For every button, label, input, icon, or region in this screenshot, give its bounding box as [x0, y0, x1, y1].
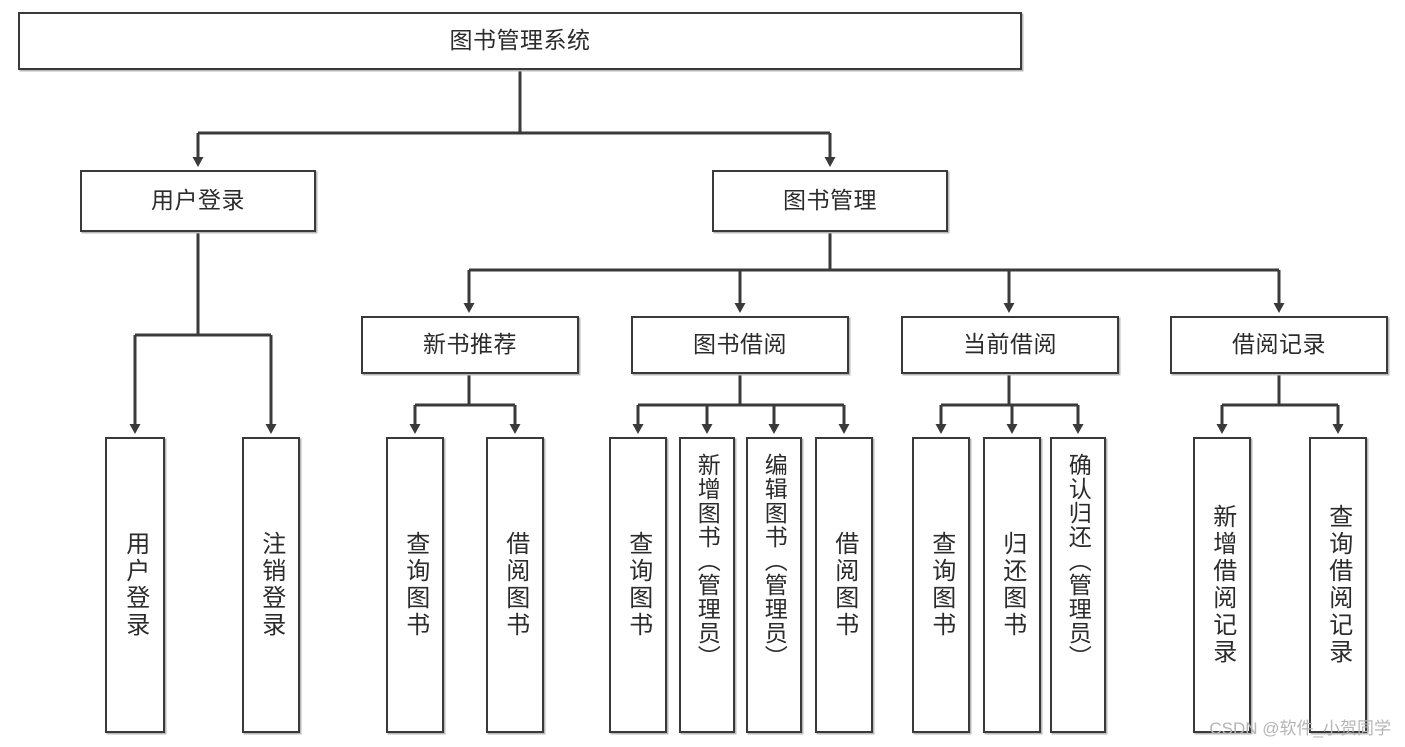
node-book-manage[interactable]: 图书管理	[712, 170, 948, 232]
node-borrow-record[interactable]: 借阅记录	[1170, 316, 1388, 374]
node-leaf-query-book-borrow-label: 查询图书	[624, 531, 652, 639]
node-book-manage-label: 图书管理	[783, 187, 877, 214]
node-leaf-user-login-label: 用户登录	[121, 531, 149, 639]
node-current-borrow[interactable]: 当前借阅	[901, 316, 1119, 374]
node-leaf-confirm-return[interactable]: 确认归还（管理员）	[1050, 437, 1106, 733]
node-leaf-query-book-cur[interactable]: 查询图书	[912, 437, 970, 733]
node-leaf-query-record-label: 查询借阅记录	[1324, 504, 1352, 666]
node-leaf-user-logout[interactable]: 注销登录	[242, 437, 300, 733]
node-leaf-add-book-label: 新增图书（管理员）	[694, 453, 721, 669]
node-user-login-label: 用户登录	[151, 187, 245, 214]
node-leaf-query-book-borrow[interactable]: 查询图书	[609, 437, 667, 733]
node-leaf-borrow-book-rec-label: 借阅图书	[501, 531, 529, 639]
node-new-book-rec[interactable]: 新书推荐	[361, 316, 579, 374]
node-leaf-borrow-book[interactable]: 借阅图书	[815, 437, 873, 733]
node-borrow-record-label: 借阅记录	[1232, 331, 1326, 358]
node-book-borrow[interactable]: 图书借阅	[631, 316, 849, 374]
node-current-borrow-label: 当前借阅	[963, 331, 1057, 358]
node-root-label: 图书管理系统	[449, 27, 591, 54]
node-leaf-edit-book-label: 编辑图书（管理员）	[761, 453, 788, 669]
node-leaf-add-book[interactable]: 新增图书（管理员）	[679, 437, 735, 733]
node-leaf-confirm-return-label: 确认归还（管理员）	[1065, 453, 1092, 669]
node-leaf-return-book-label: 归还图书	[998, 531, 1026, 639]
node-new-book-rec-label: 新书推荐	[423, 331, 517, 358]
node-leaf-user-login[interactable]: 用户登录	[105, 437, 165, 733]
node-user-login[interactable]: 用户登录	[80, 170, 316, 232]
node-leaf-user-logout-label: 注销登录	[257, 531, 285, 639]
node-leaf-query-book-rec-label: 查询图书	[401, 531, 429, 639]
node-leaf-query-book-cur-label: 查询图书	[927, 531, 955, 639]
node-leaf-return-book[interactable]: 归还图书	[983, 437, 1041, 733]
node-leaf-query-record[interactable]: 查询借阅记录	[1309, 437, 1367, 733]
watermark: CSDN @软件_小贺同学	[1209, 719, 1391, 738]
node-book-borrow-label: 图书借阅	[693, 331, 787, 358]
node-leaf-add-record-label: 新增借阅记录	[1208, 504, 1236, 666]
node-leaf-borrow-book-rec[interactable]: 借阅图书	[486, 437, 544, 733]
node-leaf-borrow-book-label: 借阅图书	[830, 531, 858, 639]
node-leaf-add-record[interactable]: 新增借阅记录	[1193, 437, 1251, 733]
node-leaf-query-book-rec[interactable]: 查询图书	[386, 437, 444, 733]
node-leaf-edit-book[interactable]: 编辑图书（管理员）	[746, 437, 802, 733]
node-root[interactable]: 图书管理系统	[18, 12, 1022, 70]
